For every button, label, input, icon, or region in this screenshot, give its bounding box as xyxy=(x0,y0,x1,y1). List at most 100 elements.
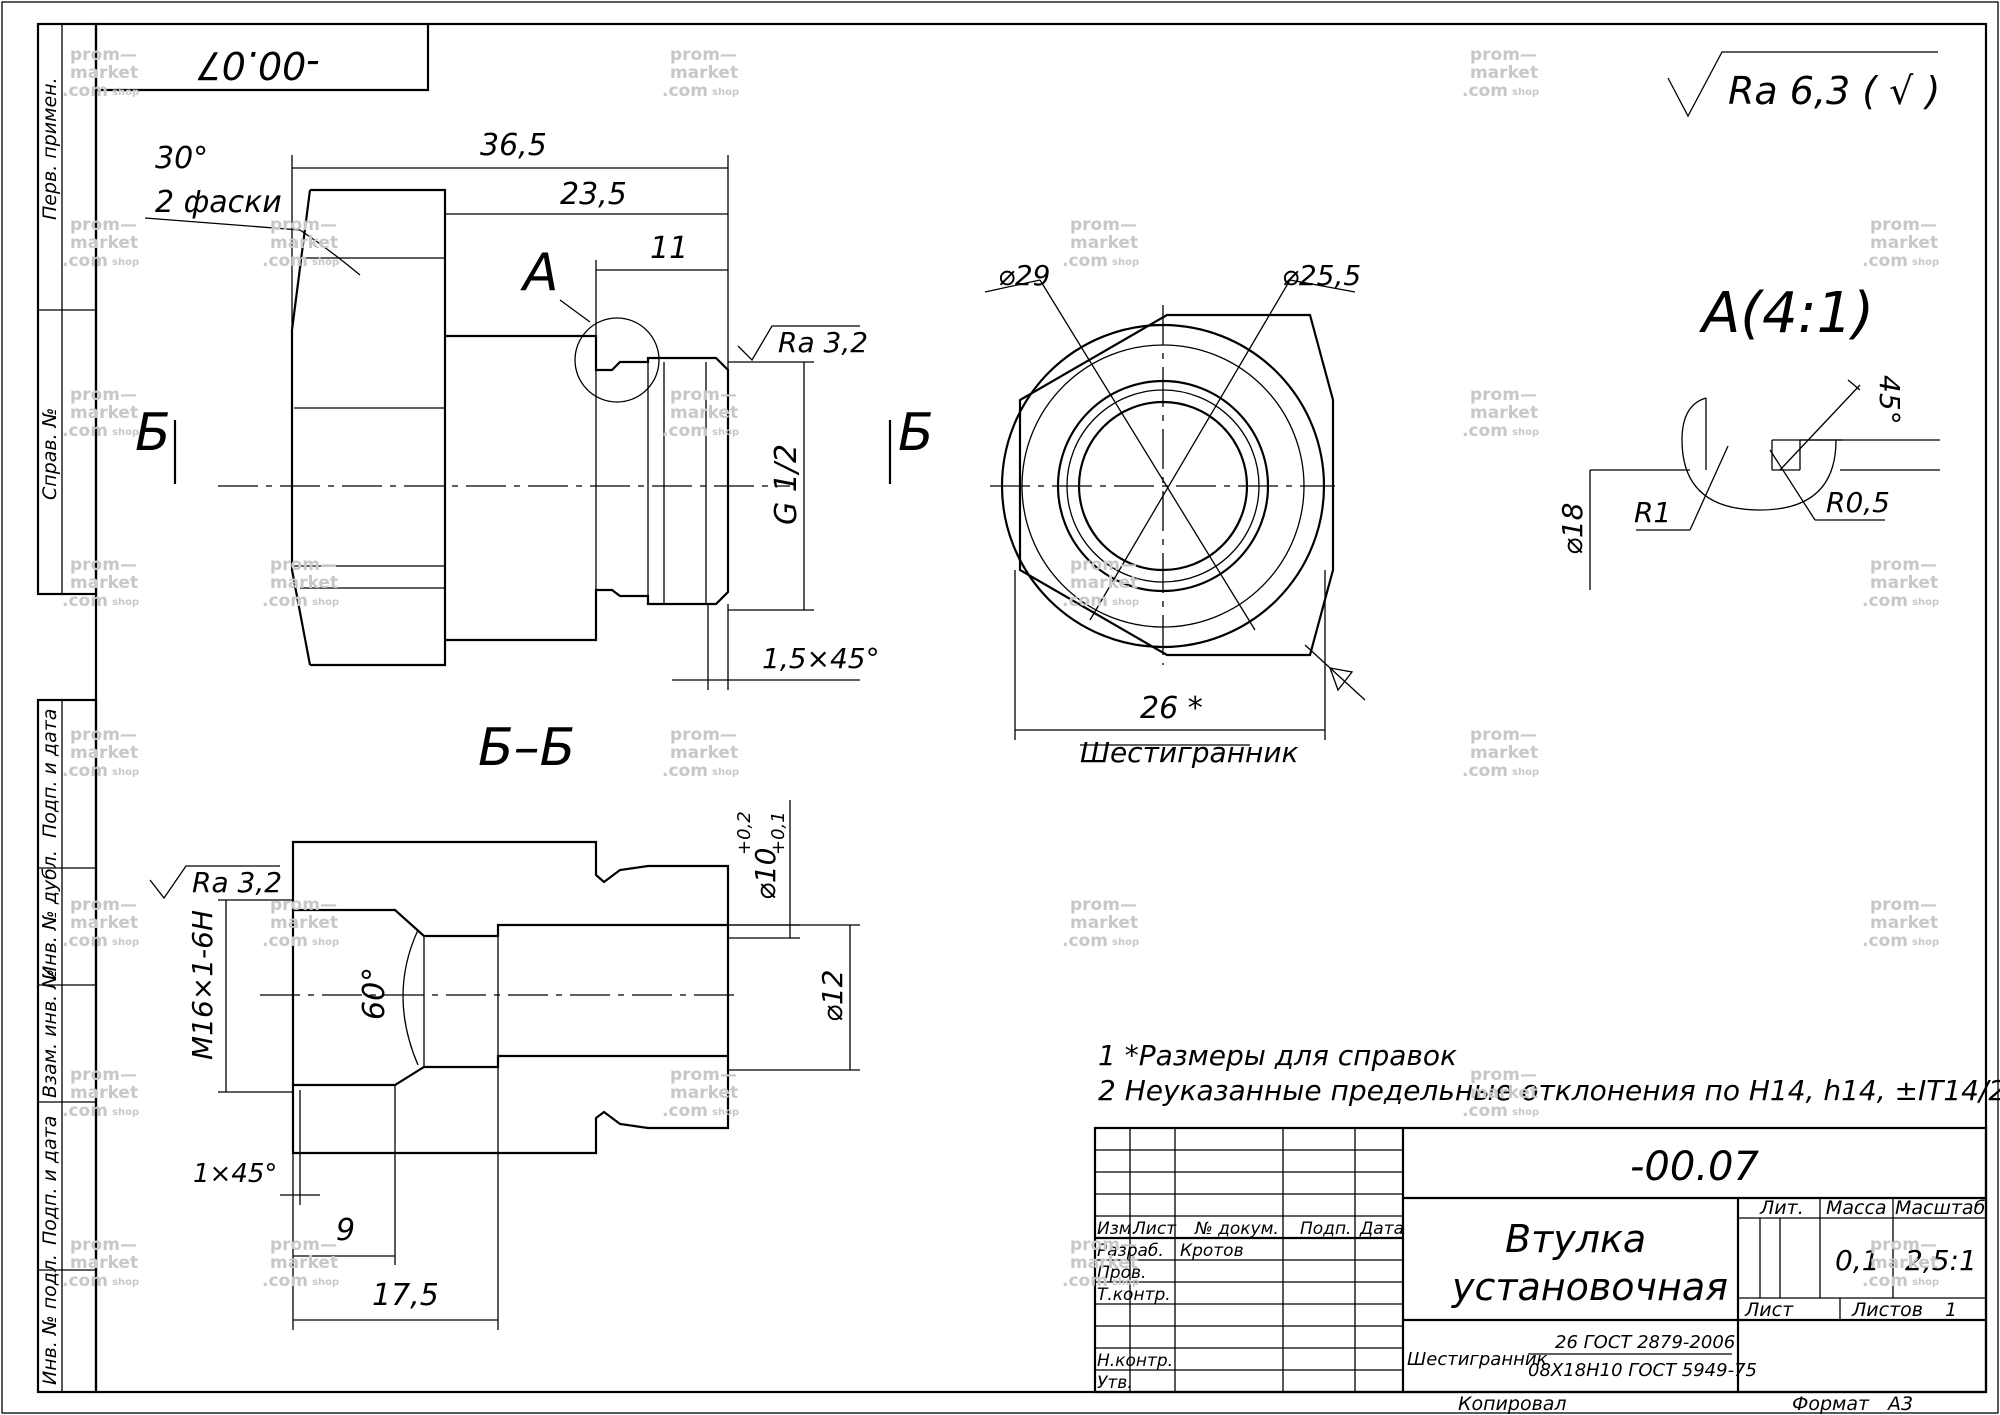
tb-scale-label: Масштаб xyxy=(1895,1197,1986,1219)
svg-text:prom—: prom— xyxy=(1870,555,1937,575)
svg-text:prom—: prom— xyxy=(70,45,137,65)
tb-sheets-label: Листов xyxy=(1851,1299,1923,1321)
svg-text:market: market xyxy=(670,743,738,763)
svg-text:.com: .com xyxy=(62,591,108,611)
svg-text:.com: .com xyxy=(1862,591,1908,611)
end-view: ⌀29 ⌀25,5 26 * Шестигранник xyxy=(984,259,1366,769)
svg-text:prom—: prom— xyxy=(270,215,337,235)
svg-text:.com: .com xyxy=(1462,761,1508,781)
watermark-mark: prom—market.com shop xyxy=(1462,385,1539,441)
tb-developer: Кротов xyxy=(1180,1241,1244,1261)
svg-text:market: market xyxy=(70,233,138,253)
svg-text:shop: shop xyxy=(112,937,139,948)
svg-text:shop: shop xyxy=(112,1277,139,1288)
general-roughness-symbol: Ra 6,3 ( √ ) xyxy=(1667,51,1940,118)
svg-text:market: market xyxy=(1070,1253,1138,1273)
svg-text:prom—: prom— xyxy=(70,385,137,405)
svg-text:.com: .com xyxy=(262,1271,308,1291)
section-title: Б–Б xyxy=(478,718,575,778)
svg-text:market: market xyxy=(1870,573,1938,593)
svg-text:prom—: prom— xyxy=(670,1065,737,1085)
svg-text:market: market xyxy=(70,403,138,423)
svg-text:shop: shop xyxy=(312,257,339,268)
detail-angle: 45° xyxy=(1873,375,1906,425)
main-view: A 36,5 23,5 11 30° 2 фаски Ra 3,2 G 1/2 … xyxy=(135,128,934,690)
tb-role-ncontrol: Н.контр. xyxy=(1097,1351,1173,1371)
svg-text:market: market xyxy=(1870,1253,1938,1273)
svg-text:.com: .com xyxy=(62,761,108,781)
svg-text:prom—: prom— xyxy=(1070,895,1137,915)
tb-role-tcontrol: Т.контр. xyxy=(1097,1285,1171,1305)
note-2: 2 Неуказанные предельные отклонения по H… xyxy=(1098,1074,2000,1107)
section-roughness: Ra 3,2 xyxy=(192,866,282,899)
svg-text:market: market xyxy=(1070,913,1138,933)
svg-text:prom—: prom— xyxy=(1470,45,1537,65)
svg-text:shop: shop xyxy=(712,87,739,98)
svg-text:prom—: prom— xyxy=(1070,555,1137,575)
svg-text:.com: .com xyxy=(62,251,108,271)
svg-text:.com: .com xyxy=(1462,81,1508,101)
svg-text:.com: .com xyxy=(662,81,708,101)
svg-text:shop: shop xyxy=(112,767,139,778)
svg-text:shop: shop xyxy=(112,257,139,268)
section-bore-dia: ⌀10 xyxy=(749,848,782,901)
svg-text:shop: shop xyxy=(112,597,139,608)
detail-title: A(4:1) xyxy=(1699,281,1874,346)
svg-text:shop: shop xyxy=(712,1107,739,1118)
tb-part-name-2: установочная xyxy=(1451,1265,1728,1309)
tb-scale: 2,5:1 xyxy=(1905,1244,1977,1277)
section-view: Б–Б Ra 3,2 M16×1-6H 60° 1×45° 9 17,5 xyxy=(149,718,860,1330)
svg-text:shop: shop xyxy=(1112,937,1139,948)
end-dia-29: ⌀29 xyxy=(998,259,1051,292)
tb-role-dev: Разраб. xyxy=(1097,1241,1164,1261)
svg-text:shop: shop xyxy=(1112,597,1139,608)
svg-text:market: market xyxy=(70,913,138,933)
tb-sheets-count: 1 xyxy=(1945,1299,1957,1321)
note-1: 1 *Размеры для справок xyxy=(1098,1039,1457,1072)
svg-text:shop: shop xyxy=(1512,427,1539,438)
tb-col-izm: Изм. xyxy=(1097,1219,1137,1239)
svg-text:.com: .com xyxy=(1462,1101,1508,1121)
svg-text:market: market xyxy=(1070,573,1138,593)
svg-text:.com: .com xyxy=(662,1101,708,1121)
detail-view: A(4:1) 45° R1 R0,5 ⌀18 xyxy=(1556,281,1940,590)
svg-text:market: market xyxy=(70,1083,138,1103)
stamp-inv-original: Инв. № подл. xyxy=(39,1254,61,1385)
svg-text:.com: .com xyxy=(1062,1271,1108,1291)
stamp-inv-dup: Инв. № дубл. xyxy=(39,850,61,980)
section-mark-right: Б xyxy=(898,403,934,463)
svg-text:prom—: prom— xyxy=(1870,215,1937,235)
section-bore-tol-upper: +0,2 xyxy=(734,811,755,855)
svg-text:prom—: prom— xyxy=(1470,385,1537,405)
technical-notes: 1 *Размеры для справок 2 Неуказанные пре… xyxy=(1098,1039,2000,1107)
left-side-stamps: Перв. примен. Справ. № Подп. и дата Инв.… xyxy=(36,22,98,1394)
svg-text:.com: .com xyxy=(1462,421,1508,441)
svg-text:prom—: prom— xyxy=(670,45,737,65)
chamfer-angle-30: 30° xyxy=(155,141,208,176)
stamp-sign-date-2: Подп. и дата xyxy=(39,1116,61,1245)
tb-mass-label: Масса xyxy=(1826,1197,1887,1219)
svg-text:shop: shop xyxy=(1912,597,1939,608)
svg-text:prom—: prom— xyxy=(1470,1065,1537,1085)
thread-g-half: G 1/2 xyxy=(769,444,804,525)
svg-text:market: market xyxy=(70,1253,138,1273)
section-dia-12: ⌀12 xyxy=(816,970,849,1023)
svg-text:market: market xyxy=(1470,403,1538,423)
svg-text:shop: shop xyxy=(1912,1277,1939,1288)
svg-text:prom—: prom— xyxy=(70,895,137,915)
svg-text:.com: .com xyxy=(262,931,308,951)
svg-text:market: market xyxy=(70,743,138,763)
dim-11: 11 xyxy=(650,231,688,266)
